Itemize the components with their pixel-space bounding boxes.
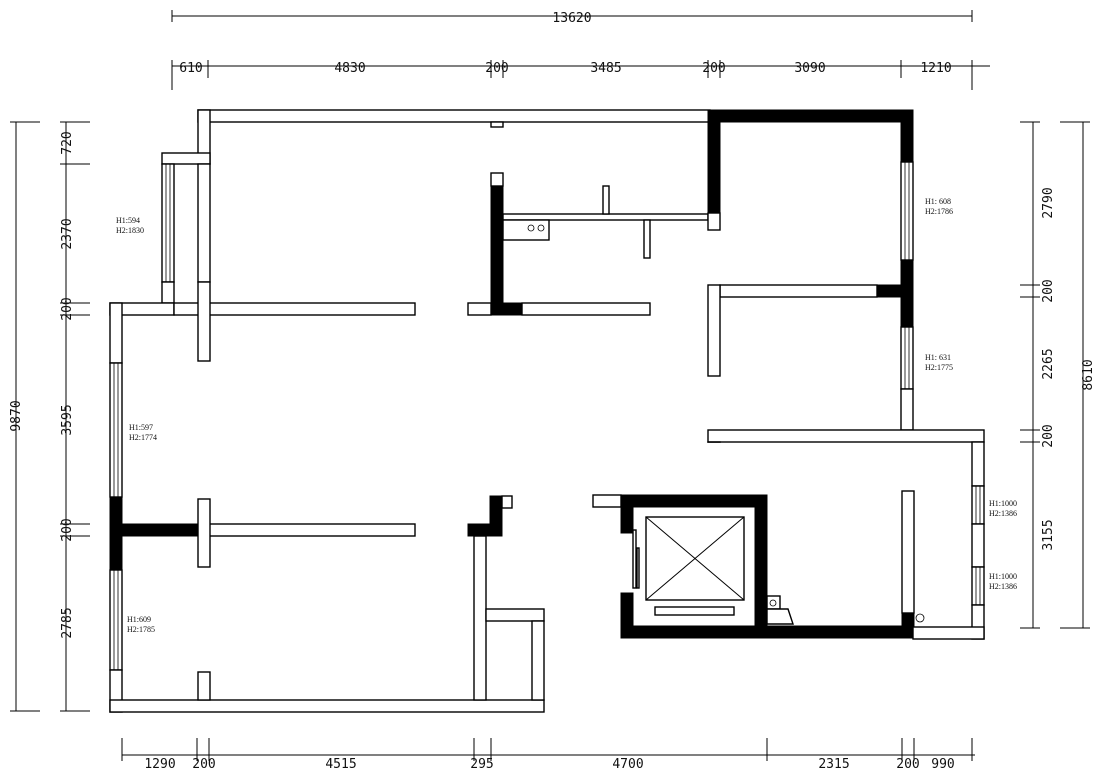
dim-top-2: 200 [485, 61, 508, 76]
dim-top-1: 4830 [334, 61, 365, 76]
win-label-h2: H2:1386 [989, 582, 1017, 591]
window-right-lower-1 [971, 485, 985, 525]
dim-top-total: 13620 [552, 11, 591, 26]
dimension-labels: 13620 610 4830 200 3485 200 3090 1210 12… [9, 11, 1096, 772]
win-label-h1: H1:609 [127, 615, 151, 624]
dim-right-1: 200 [1041, 279, 1056, 302]
win-label-h2: H2:1830 [116, 226, 144, 235]
dim-left-total: 9870 [9, 400, 24, 431]
dim-top-0: 610 [179, 61, 202, 76]
dim-bottom-7: 990 [931, 757, 954, 772]
dim-right-2: 2265 [1041, 348, 1056, 379]
window-labels: H1:594 H2:1830 H1: 608 H2:1786 H1: 631 H… [116, 197, 1017, 634]
win-label-h1: H1:1000 [989, 499, 1017, 508]
dim-left-4: 200 [60, 518, 75, 541]
dim-left-2: 200 [60, 297, 75, 320]
dim-bottom-1: 200 [192, 757, 215, 772]
wall-top-left [197, 109, 711, 123]
walls [109, 109, 985, 713]
window-right-mid [900, 326, 914, 390]
win-label-h1: H1:1000 [989, 572, 1017, 581]
dim-bottom-0: 1290 [144, 757, 175, 772]
window-right-upper [900, 161, 914, 261]
win-label-h2: H2:1785 [127, 625, 155, 634]
win-label-h1: H1:594 [116, 216, 140, 225]
dim-left-3: 3595 [60, 404, 75, 435]
dim-top-6: 1210 [920, 61, 951, 76]
dim-right-3: 200 [1041, 424, 1056, 447]
dim-bottom-2: 4515 [325, 757, 356, 772]
dim-top-3: 3485 [590, 61, 621, 76]
window-left-upper [161, 163, 175, 283]
dim-right-4: 3155 [1041, 519, 1056, 550]
dimension-lines [10, 10, 1090, 761]
dim-top-5: 3090 [794, 61, 825, 76]
win-label-h1: H1: 608 [925, 197, 951, 206]
dim-bottom-5: 2315 [818, 757, 849, 772]
dim-bottom-4: 4700 [612, 757, 643, 772]
win-label-h2: H2:1775 [925, 363, 953, 372]
win-label-h2: H2:1386 [989, 509, 1017, 518]
dim-bottom-6: 200 [896, 757, 919, 772]
window-right-lower-2 [971, 566, 985, 606]
dim-left-5: 2785 [60, 607, 75, 638]
window-left-lower [109, 569, 123, 671]
win-label-h2: H2:1786 [925, 207, 953, 216]
dim-left-1: 2370 [60, 218, 75, 249]
dim-bottom-3: 295 [470, 757, 493, 772]
window-left-mid [109, 362, 123, 498]
win-label-h1: H1: 631 [925, 353, 951, 362]
win-label-h2: H2:1774 [129, 433, 157, 442]
dim-top-4: 200 [702, 61, 725, 76]
dim-right-total: 8610 [1081, 359, 1096, 390]
dim-right-0: 2790 [1041, 187, 1056, 218]
win-label-h1: H1:597 [129, 423, 153, 432]
dim-left-0: 720 [60, 131, 75, 154]
